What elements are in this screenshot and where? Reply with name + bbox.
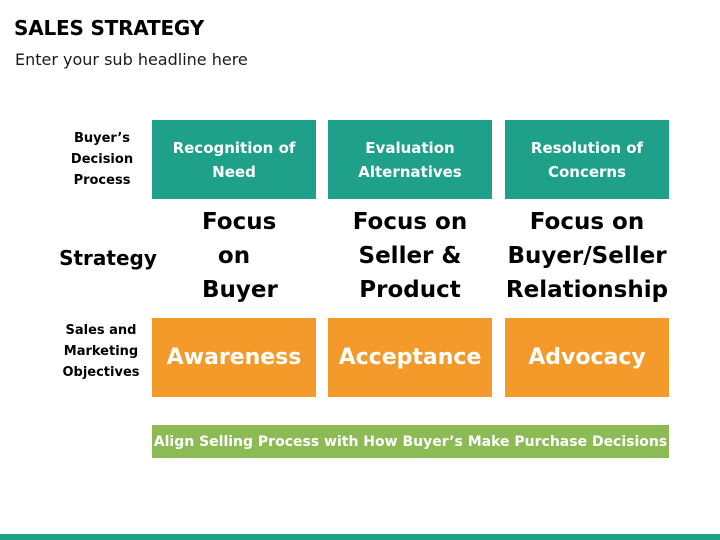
strategy-focus-relationship: Focus on Buyer/Seller Relationship (505, 209, 669, 303)
objective-box-acceptance: Acceptance (328, 318, 492, 397)
page-title: SALES STRATEGY (14, 16, 204, 40)
strategy-focus-seller-product: Focus on Seller & Product (352, 209, 468, 303)
decision-box-resolution: Resolution of Concerns (505, 120, 669, 199)
footer-accent-bar (0, 534, 720, 540)
page-subtitle: Enter your sub headline here (15, 50, 248, 69)
objective-box-advocacy: Advocacy (505, 318, 669, 397)
align-selling-banner: Align Selling Process with How Buyer’s M… (152, 425, 669, 458)
row-label-decision-process: Buyer’s Decision Process (70, 131, 134, 188)
decision-box-evaluation: Evaluation Alternatives (328, 120, 492, 199)
strategy-focus-buyer: Focus on Buyer (202, 209, 278, 303)
row-label-objectives: Sales and Marketing Objectives (62, 323, 140, 380)
row-label-strategy: Strategy (59, 246, 157, 270)
decision-box-recognition: Recognition of Need (152, 120, 316, 199)
objective-box-awareness: Awareness (152, 318, 316, 397)
